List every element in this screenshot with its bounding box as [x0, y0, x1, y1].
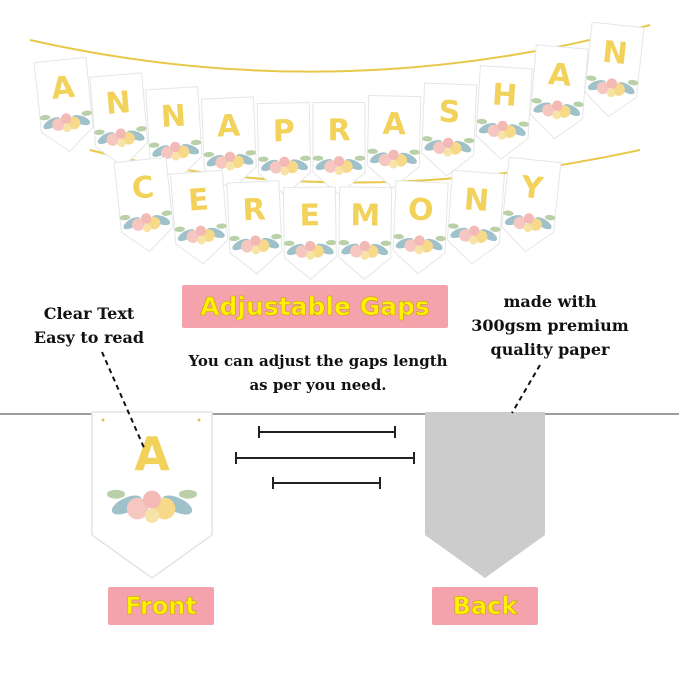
banner-flag: H	[475, 65, 533, 160]
banner-letter: C	[130, 170, 156, 207]
banner-letter: A	[50, 70, 78, 107]
back-label: Back	[432, 587, 538, 625]
banner-letter: A	[216, 109, 241, 145]
banner-letter: E	[187, 182, 210, 218]
front-label: Front	[108, 587, 214, 625]
banner-letter: Y	[518, 170, 546, 207]
paper-note-line1: made with	[503, 292, 597, 311]
banner-letter: A	[547, 57, 574, 94]
banner-flag: A	[529, 44, 589, 140]
gaps-note-line2: as per you need.	[249, 376, 387, 394]
banner-flag: M	[338, 186, 393, 280]
banner-flag: A	[33, 56, 94, 153]
banner-flag: N	[446, 169, 506, 265]
banner-flag: S	[421, 82, 478, 177]
banner-letter: H	[491, 77, 518, 114]
banner-flag: R	[312, 102, 366, 196]
paper-note-line2: 300gsm premium	[471, 316, 629, 335]
banner-flag: E	[282, 186, 337, 280]
banner-letter: E	[299, 198, 320, 233]
paper-note: made with 300gsm premium quality paper	[455, 290, 645, 362]
back-label-text: Back	[452, 592, 518, 621]
banner-flag: E	[169, 169, 229, 265]
banner-letter: S	[438, 95, 461, 131]
banner-flag: N	[584, 21, 645, 118]
banner-flag: Y	[501, 156, 562, 253]
banner-letter: N	[160, 98, 187, 135]
banner-letter: R	[327, 114, 350, 149]
banner-flag: P	[256, 102, 312, 196]
banner-flag: N	[145, 86, 203, 181]
banner-flag: A	[366, 95, 422, 189]
banner-letter: N	[104, 85, 132, 122]
banner-flag: O	[392, 180, 449, 275]
adjustable-gaps-text: Adjustable Gaps	[200, 292, 430, 322]
clear-text-line1: Clear Text	[43, 304, 135, 323]
adjustable-gaps-label: Adjustable Gaps	[182, 285, 448, 328]
banner-letter: M	[350, 198, 380, 233]
banner-flag: R	[226, 180, 283, 275]
gaps-note-line1: You can adjust the gaps length	[188, 352, 448, 370]
banner-letter: O	[407, 192, 434, 228]
banner-letter: R	[242, 192, 267, 228]
banner-flag: A	[200, 96, 257, 191]
clear-text-line2: Easy to read	[33, 328, 145, 347]
clear-text-note: Clear Text Easy to read	[14, 302, 164, 350]
banner-letter: P	[272, 114, 295, 149]
back-flag	[425, 412, 545, 578]
banner-letter: A	[382, 107, 407, 142]
front-flag: A	[91, 411, 213, 579]
banner-flag: C	[113, 156, 174, 253]
front-label-text: Front	[125, 592, 197, 621]
paper-note-line3: quality paper	[490, 340, 610, 359]
front-flag-letter: A	[134, 427, 170, 481]
banner-string-top	[29, 24, 651, 73]
banner-letter: N	[463, 182, 491, 219]
gap-lines	[235, 426, 415, 489]
paper-pointer	[511, 364, 541, 414]
banner-letter: N	[601, 35, 630, 72]
banner-flag: N	[89, 72, 149, 168]
gaps-note: You can adjust the gaps length as per yo…	[160, 349, 476, 397]
